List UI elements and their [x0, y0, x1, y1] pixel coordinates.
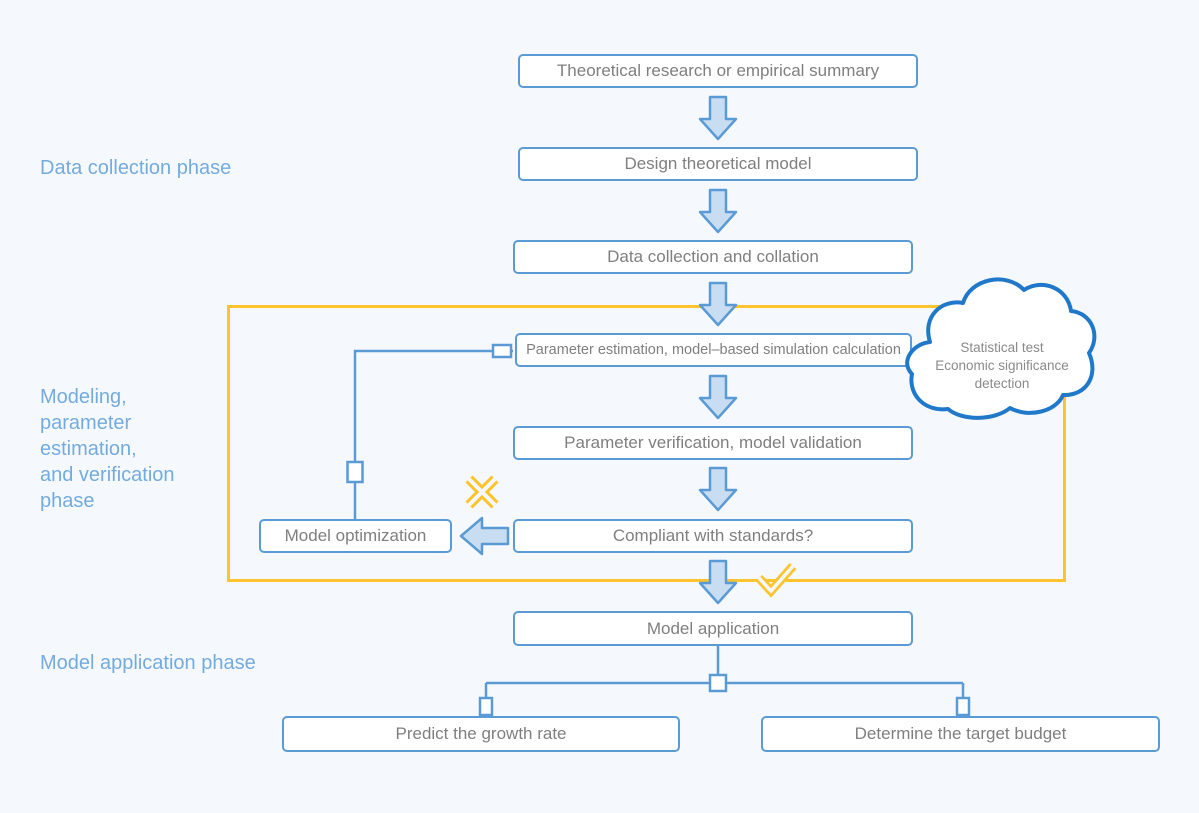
- connector-joint-marker: [491, 343, 513, 359]
- cloud-line-statistical-test: Statistical test: [960, 340, 1044, 355]
- down-arrow-icon: [698, 466, 738, 512]
- down-arrow-icon: [698, 559, 738, 605]
- down-arrow-icon: [698, 188, 738, 234]
- check-icon: [755, 563, 797, 598]
- node-model-optimization: Model optimization: [259, 519, 452, 553]
- connector-joint-marker: [478, 696, 494, 717]
- node-parameter-verification: Parameter verification, model validation: [513, 426, 913, 460]
- node-model-application: Model application: [513, 611, 913, 646]
- node-parameter-estimation: Parameter estimation, model–based simula…: [515, 333, 912, 367]
- cloud-callout-text: Statistical test Economic significance d…: [912, 339, 1092, 393]
- connector-joint-marker: [955, 696, 971, 717]
- node-data-collection: Data collection and collation: [513, 240, 913, 274]
- node-theoretical-research: Theoretical research or empirical summar…: [518, 54, 918, 88]
- feedback-connector: [353, 349, 513, 519]
- node-predict-growth-rate: Predict the growth rate: [282, 716, 680, 752]
- left-arrow-icon: [459, 516, 510, 556]
- down-arrow-icon: [698, 374, 738, 420]
- cross-icon: [465, 475, 499, 509]
- down-arrow-icon: [698, 281, 738, 327]
- cloud-line-economic-significance: Economic significance detection: [935, 358, 1069, 391]
- connector-joint-marker: [346, 460, 364, 484]
- node-determine-target-budget: Determine the target budget: [761, 716, 1160, 752]
- phase-label-data-collection: Data collection phase: [40, 157, 232, 179]
- phase-label-modeling: Modeling, parameter estimation, and veri…: [40, 386, 175, 512]
- branch-connector: [484, 646, 965, 716]
- connector-joint-marker: [708, 673, 728, 693]
- node-design-theoretical-model: Design theoretical model: [518, 147, 918, 181]
- down-arrow-icon: [698, 95, 738, 141]
- phase-label-application: Model application phase: [40, 652, 256, 674]
- node-compliant-with-standards: Compliant with standards?: [513, 519, 913, 553]
